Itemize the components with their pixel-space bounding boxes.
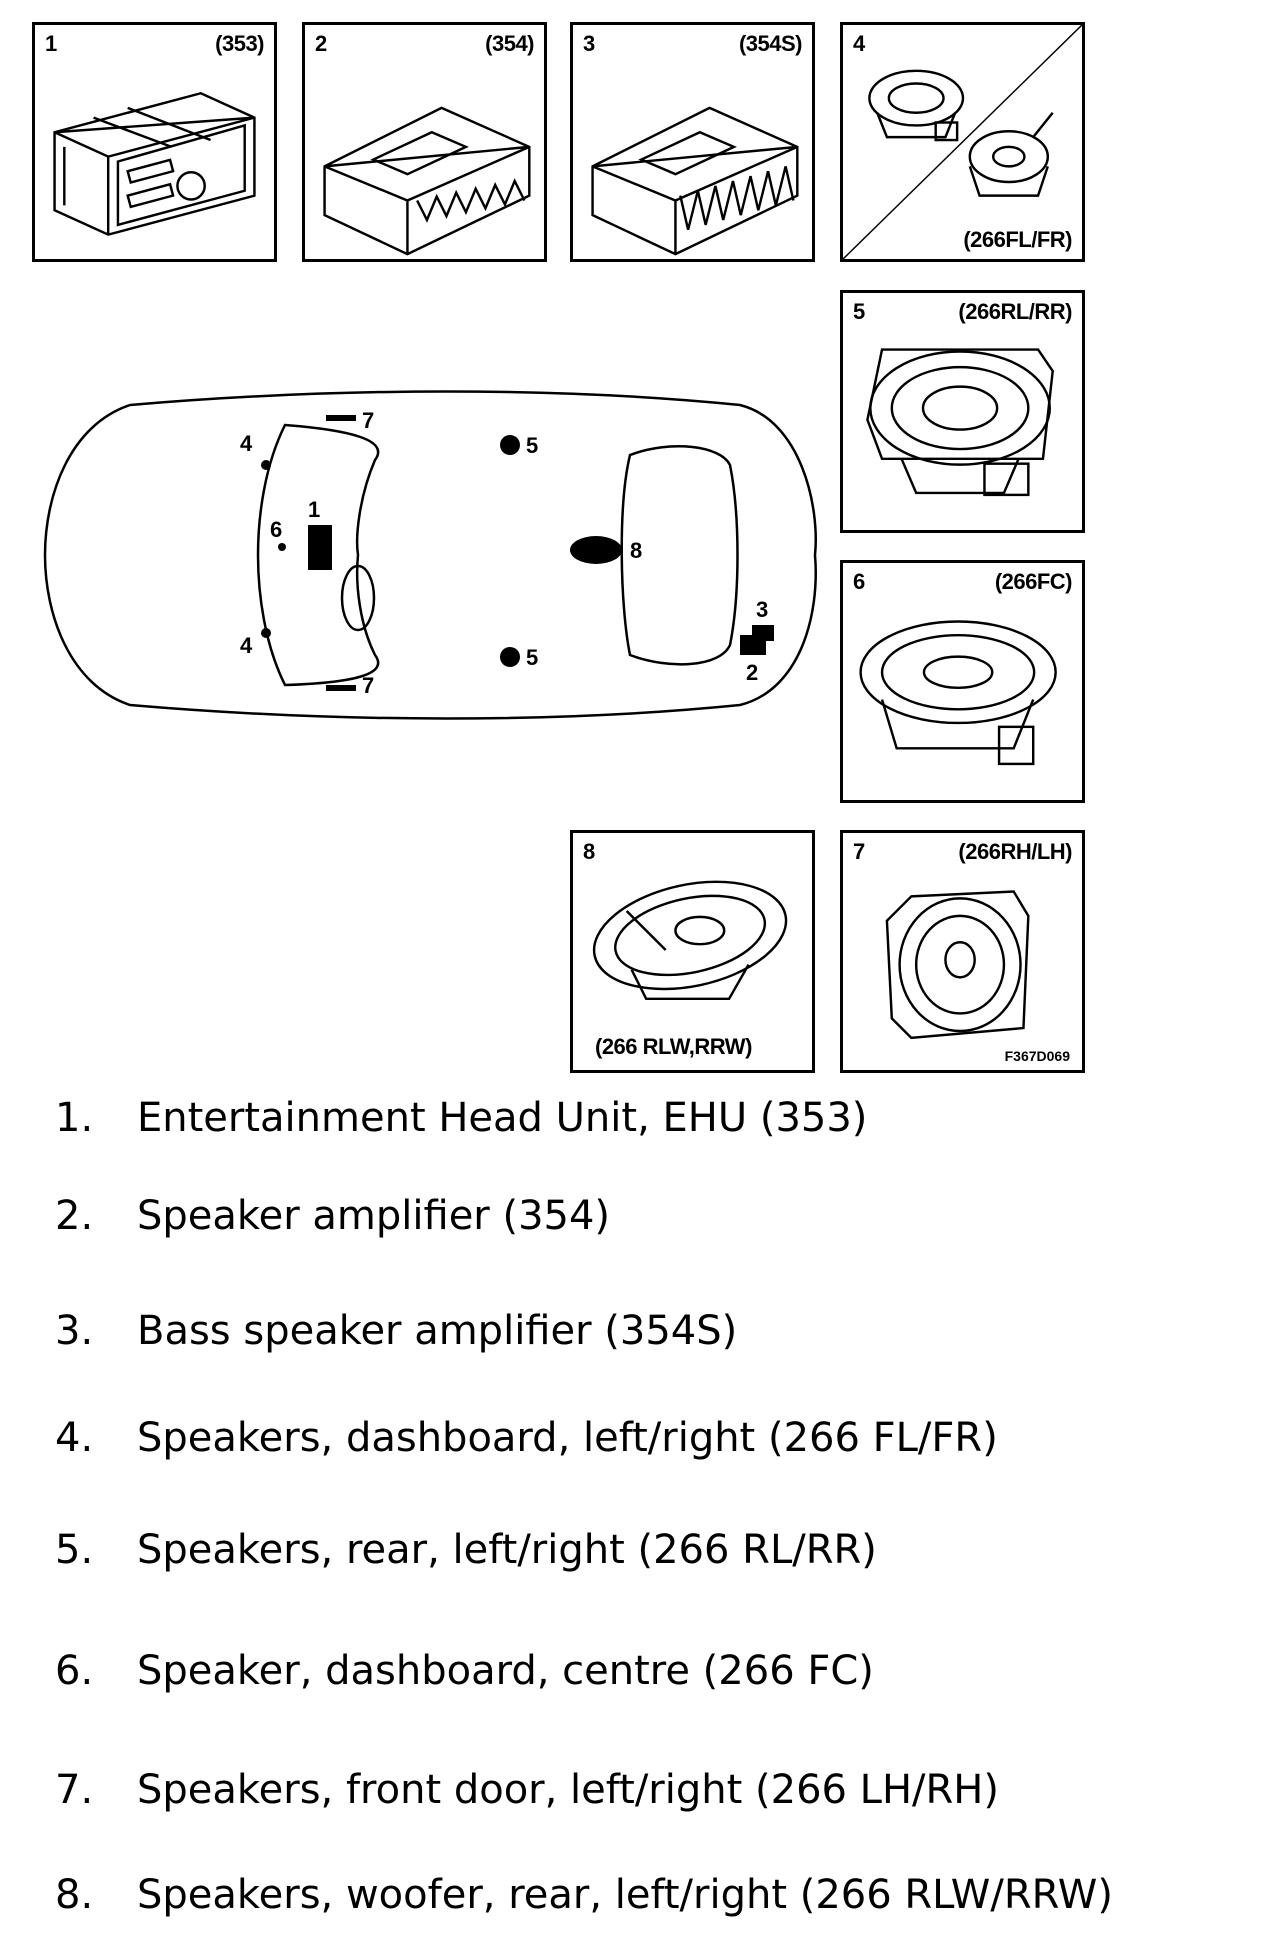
legend-number: 2. bbox=[55, 1193, 94, 1239]
door-speaker-left-marker bbox=[326, 415, 356, 421]
vehicle-overview: 1 7 7 5 5 8 3 2 4 4 6 bbox=[43, 390, 817, 720]
panel-code: (354S) bbox=[738, 31, 803, 56]
overview-label-2: 2 bbox=[746, 660, 758, 685]
legend-number: 1. bbox=[55, 1095, 94, 1141]
legend-item: 8. Speakers, woofer, rear, left/right (26… bbox=[55, 1872, 1113, 1918]
bass-amplifier-marker bbox=[752, 625, 774, 641]
bass-amplifier-illustration bbox=[591, 106, 799, 256]
woofer-marker bbox=[570, 536, 622, 564]
rear-speaker-right-marker bbox=[500, 647, 520, 667]
legend-number: 6. bbox=[55, 1648, 94, 1694]
legend-text: Speakers, dashboard, left/right (266 FL/… bbox=[137, 1415, 998, 1461]
dash-speaker-left-marker bbox=[261, 460, 271, 470]
amplifier-illustration bbox=[323, 106, 531, 256]
panel-code: (266FL/FR) bbox=[963, 227, 1072, 252]
woofer-illustration bbox=[592, 880, 788, 1001]
panel-dashboard-speakers: 4 (266FL/FR) bbox=[840, 22, 1085, 262]
overview-label-5a: 5 bbox=[526, 433, 538, 458]
rear-speaker-left-marker bbox=[500, 435, 520, 455]
ehu-marker bbox=[308, 525, 332, 570]
legend-item: 4. Speakers, dashboard, left/right (266 F… bbox=[55, 1415, 998, 1461]
legend-text: Speaker amplifier (354) bbox=[137, 1193, 611, 1239]
rear-speaker-illustration bbox=[866, 348, 1054, 497]
panel-speaker-amplifier: 2 (354) bbox=[302, 22, 547, 262]
panel-code: (266FC) bbox=[994, 569, 1073, 594]
overview-label-4b: 4 bbox=[240, 633, 253, 658]
panel-code: (353) bbox=[215, 31, 264, 56]
figure-id: F367D069 bbox=[1004, 1048, 1070, 1064]
legend-text: Entertainment Head Unit, EHU (353) bbox=[137, 1095, 868, 1141]
overview-label-3: 3 bbox=[756, 597, 768, 622]
panel-number: 2 bbox=[315, 31, 328, 56]
overview-label-7b: 7 bbox=[362, 673, 374, 698]
legend-number: 8. bbox=[55, 1872, 94, 1918]
centre-speaker-marker bbox=[278, 543, 286, 551]
legend-text: Speakers, front door, left/right (266 LH… bbox=[137, 1767, 999, 1813]
legend-item: 6. Speaker, dashboard, centre (266 FC) bbox=[55, 1648, 874, 1694]
panel-head-unit: 1 (353) bbox=[32, 22, 277, 262]
panel-code: (354) bbox=[485, 31, 534, 56]
panel-number: 3 bbox=[583, 31, 596, 56]
legend-item: 2. Speaker amplifier (354) bbox=[55, 1193, 610, 1239]
centre-speaker-illustration bbox=[859, 620, 1057, 766]
legend-text: Bass speaker amplifier (354S) bbox=[137, 1308, 738, 1354]
panel-woofer: 8 (266 RLW,RRW) bbox=[570, 830, 815, 1073]
legend-item: 5. Speakers, rear, left/right (266 RL/RR) bbox=[55, 1527, 877, 1573]
legend-number: 3. bbox=[55, 1308, 94, 1354]
panel-code: (266RL/RR) bbox=[958, 299, 1072, 324]
legend-item: 3. Bass speaker amplifier (354S) bbox=[55, 1308, 737, 1354]
legend-item: 1. Entertainment Head Unit, EHU (353) bbox=[55, 1095, 867, 1141]
panel-number: 6 bbox=[853, 569, 866, 594]
door-speaker-right-marker bbox=[326, 685, 356, 691]
legend-number: 5. bbox=[55, 1527, 94, 1573]
panel-rear-speakers: 5 (266RL/RR) bbox=[840, 290, 1085, 533]
panel-bass-amplifier: 3 (354S) bbox=[570, 22, 815, 262]
dash-speaker-right-marker bbox=[261, 628, 271, 638]
overview-label-8: 8 bbox=[630, 538, 642, 563]
panel-code: (266RH/LH) bbox=[958, 839, 1072, 864]
panel-number: 4 bbox=[853, 31, 866, 56]
panel-number: 7 bbox=[853, 839, 866, 864]
legend-number: 7. bbox=[55, 1767, 94, 1813]
overview-label-7a: 7 bbox=[362, 408, 374, 433]
door-speaker-illustration bbox=[885, 890, 1030, 1040]
legend-text: Speaker, dashboard, centre (266 FC) bbox=[137, 1648, 874, 1694]
panel-number: 1 bbox=[45, 31, 58, 56]
panel-number: 8 bbox=[583, 839, 596, 864]
head-unit-illustration bbox=[53, 91, 256, 236]
legend-text: Speakers, rear, left/right (266 RL/RR) bbox=[137, 1527, 877, 1573]
dashboard-speakers-illustration bbox=[843, 25, 1082, 259]
overview-label-4a: 4 bbox=[240, 431, 253, 456]
legend-number: 4. bbox=[55, 1415, 94, 1461]
overview-label-6: 6 bbox=[270, 517, 282, 542]
legend-item: 7. Speakers, front door, left/right (266 … bbox=[55, 1767, 999, 1813]
panel-number: 5 bbox=[853, 299, 866, 324]
overview-label-1: 1 bbox=[308, 497, 320, 522]
panel-centre-speaker: 6 (266FC) bbox=[840, 560, 1085, 803]
overview-label-5b: 5 bbox=[526, 645, 538, 670]
panel-code: (266 RLW,RRW) bbox=[595, 1034, 752, 1059]
legend-text: Speakers, woofer, rear, left/right (266 … bbox=[137, 1872, 1113, 1918]
panel-door-speakers: 7 (266RH/LH) F367D069 bbox=[840, 830, 1085, 1073]
